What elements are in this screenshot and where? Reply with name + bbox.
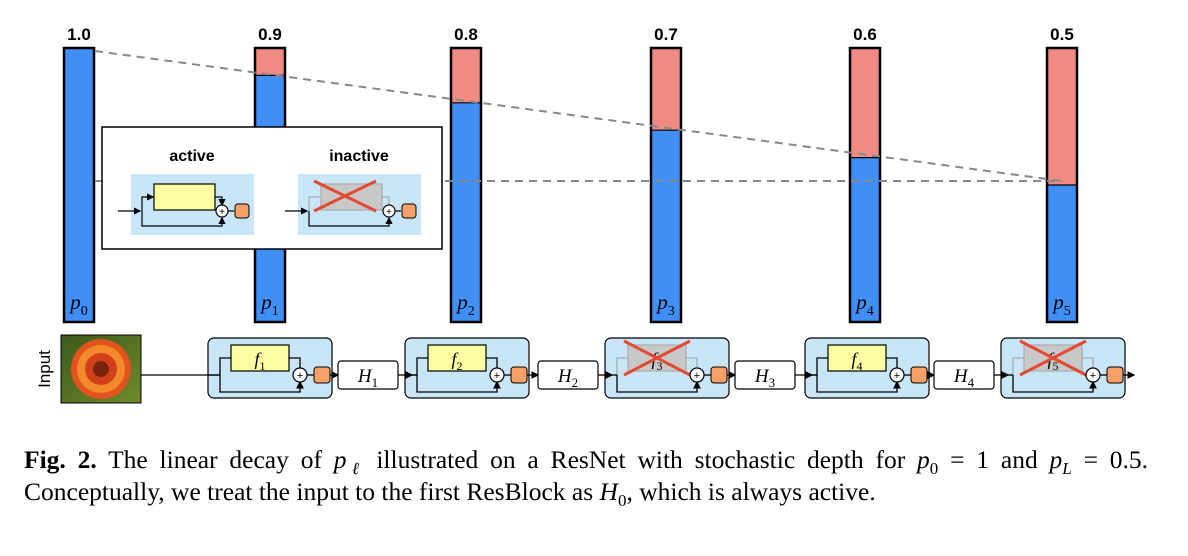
branch-out <box>886 357 898 369</box>
drop-segment <box>850 48 880 158</box>
drop-segment <box>651 48 681 131</box>
survive-segment <box>651 130 681 322</box>
activation-box <box>1106 366 1124 384</box>
hidden-state-label: H2 <box>557 366 578 390</box>
bar-value-label: 0.5 <box>1050 25 1074 44</box>
legend-inactive-label: inactive <box>329 148 389 165</box>
input-label: Input <box>35 350 54 388</box>
survival-bar-5: 0.5 p5 <box>1045 25 1079 324</box>
caption-symbol-sub: ℓ <box>346 459 365 479</box>
bar-outline <box>449 46 483 324</box>
branch-out <box>1082 357 1094 369</box>
add-symbol: + <box>894 370 900 382</box>
add-symbol: + <box>694 370 700 382</box>
legend-active-label: active <box>169 148 214 165</box>
caption-text: and <box>1000 445 1038 474</box>
skip-connection <box>816 375 901 393</box>
add-symbol: + <box>297 370 303 382</box>
branch-out <box>289 357 301 369</box>
bar-symbol-label: p2 <box>455 290 475 319</box>
bar-symbol-label: p3 <box>655 290 675 319</box>
drop-segment <box>1047 48 1077 185</box>
bar-value-label: 0.9 <box>258 25 282 44</box>
bar-outline <box>62 46 96 324</box>
legend-active-block: + <box>118 174 254 235</box>
hidden-state-label: H4 <box>953 366 975 390</box>
function-label: f1 <box>254 349 265 373</box>
survive-segment <box>451 102 481 322</box>
caption-symbol: p <box>1049 445 1063 474</box>
cross-icon <box>1019 339 1087 377</box>
bar-symbol-label: p4 <box>854 290 874 319</box>
cross-icon <box>623 339 691 377</box>
branch-out <box>686 357 698 369</box>
caption-symbol: H <box>599 477 618 506</box>
branch-out <box>486 357 498 369</box>
skip-connection <box>1012 375 1097 393</box>
survival-bar-2: 0.8 p2 <box>449 25 483 324</box>
bar-outline <box>848 46 882 324</box>
bar-symbol-label: p0 <box>68 290 88 319</box>
caption-text: The linear decay of <box>108 445 322 474</box>
figure-caption: Fig. 2. The linear decay of pℓ illustrat… <box>24 444 1149 511</box>
skip-connection <box>616 375 701 393</box>
activation-box <box>710 366 728 384</box>
function-label: f4 <box>851 349 862 373</box>
add-symbol: + <box>494 370 500 382</box>
function-box <box>827 344 887 372</box>
resblock-1: f1 + <box>207 337 333 399</box>
svg-text:+: + <box>386 207 392 218</box>
survive-segment <box>1047 185 1077 322</box>
bar-outline <box>649 46 683 324</box>
bar-value-label: 0.7 <box>654 25 678 44</box>
skip-connection <box>416 375 501 393</box>
survival-bar-3: 0.7 p3 <box>649 25 683 324</box>
caption-text: = 1 <box>938 445 990 474</box>
activation-box <box>313 366 331 384</box>
caption-symbol-sub: 0 <box>617 491 627 511</box>
caption-symbol: p <box>333 445 347 474</box>
svg-text:+: + <box>219 207 225 218</box>
function-box <box>230 344 290 372</box>
bar-symbol-label: p5 <box>1051 290 1071 319</box>
resblock-2: f2 + <box>404 337 530 399</box>
caption-symbol-sub: 0 <box>929 459 939 479</box>
caption-label: Fig. 2. <box>24 445 97 474</box>
legend-inactive-block: + <box>285 174 421 235</box>
survival-bar-0: 1.0 p0 <box>62 25 96 324</box>
activation-box <box>910 366 928 384</box>
input-flower-image <box>60 334 142 404</box>
drop-segment <box>451 48 481 103</box>
resblock-4: f4 + <box>804 337 930 399</box>
activation-box <box>510 366 528 384</box>
add-symbol: + <box>1090 370 1096 382</box>
caption-text: = 0.5. Conceptually, we treat the input … <box>24 445 1149 506</box>
hidden-state-label: H1 <box>357 366 378 390</box>
survival-bar-4: 0.6 p4 <box>848 25 882 324</box>
survive-segment <box>850 157 880 322</box>
caption-text: , which is always active. <box>626 477 876 506</box>
bar-value-label: 0.8 <box>454 25 478 44</box>
caption-symbol: p <box>917 445 930 474</box>
caption-text: illustrated on a ResNet with stochastic … <box>376 445 906 474</box>
caption-symbol-sub: L <box>1062 459 1072 479</box>
resblock-5: f5+ <box>1000 337 1126 399</box>
function-box <box>427 344 487 372</box>
resblock-3: f3+ <box>604 337 730 399</box>
hidden-state-label: H3 <box>754 366 775 390</box>
bar-value-label: 1.0 <box>67 25 91 44</box>
bar-symbol-label: p1 <box>259 290 279 319</box>
survive-segment <box>64 48 94 322</box>
skip-connection <box>219 375 304 393</box>
function-label: f2 <box>451 349 462 373</box>
bar-value-label: 0.6 <box>853 25 877 44</box>
stochastic-depth-diagram: 1.0 p0 0.9 p1 0.8 p2 0.7 p3 0.6 p4 0.5 p5 active in… <box>35 25 1136 404</box>
legend-box: active inactive + + <box>101 126 443 250</box>
drop-segment <box>255 48 285 76</box>
linear-decay-line <box>94 50 1063 182</box>
